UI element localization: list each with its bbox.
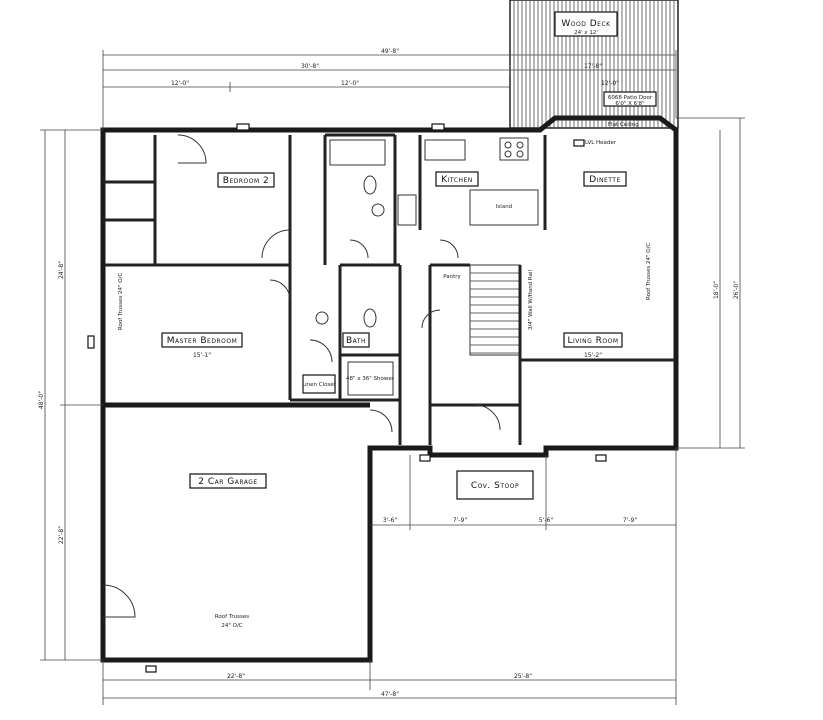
lvl-header-note: LVL Header [585,140,617,146]
patio-door-note: 6068 Patio Door [608,95,653,101]
sink-2 [315,311,329,325]
dim-mbr-width: 15'-1" [193,352,211,359]
refrigerator [397,194,417,226]
toilet-2 [363,308,377,328]
dim-stoop-2: 7'-9" [453,517,467,524]
bedroom2-label: Bedroom 2 [223,176,269,186]
garage-trusses-note: Roof Trusses [215,614,249,620]
interior-walls [103,133,676,445]
dim-bottom-right: 25'-8" [514,673,532,680]
dim-top-left: 30'-8" [301,63,319,70]
dim-left-upper: 24'-8" [58,261,65,279]
dim-bottom-left: 22'-8" [227,673,245,680]
living-room-label: Living Room [567,336,618,346]
island-counter [469,189,539,226]
sink-1 [371,203,385,217]
dim-stoop-4: 7'-9" [623,517,637,524]
wood-deck-size: 24' x 12' [574,30,598,36]
dim-br2-width: 12'-0" [171,80,189,87]
covered-stoop-label: Cov. Stoop [471,481,519,491]
dim-left-total: 48'-0" [38,391,45,409]
exterior-walls [100,115,679,663]
wall-note: 3/4" Wall W/Hand Rail [528,269,534,330]
garage-spacing-note: 24" O/C [221,623,242,629]
bathtub [329,139,386,166]
dim-stoop-3: 5'-6" [539,517,553,524]
kitchen-sink [424,139,466,161]
dimensions: 49'-8" 30'-8" 17'-8" 12'-0" 12'-0" 12'-0… [38,48,745,705]
island-label: Island [496,204,512,210]
flat-ceiling-note: Flat Ceiling [608,122,639,128]
notes: Flat Ceiling LVL Header Roof Trusses 24"… [118,122,652,629]
toilet-1 [363,175,377,195]
doors [102,134,501,618]
fixtures: Island [315,137,539,396]
patio-door-size: 6'0" X 6'8" [615,101,644,107]
room-labels: Bedroom 2 Kitchen Dinette Master Bedroom… [161,171,627,500]
dim-right-total: 26'-0" [733,281,740,299]
roof-trusses-note-right: Roof Trusses 24" O/C [646,243,652,300]
linen-closet-label: Linen Closet [302,382,337,388]
roof-trusses-note-left: Roof Trusses 24" O/C [118,273,124,330]
window-markers [87,123,607,673]
kitchen-label: Kitchen [441,175,472,185]
dim-top-right: 17'-8" [584,63,602,70]
shower-label: 48" x 36" Shower [346,376,395,382]
dim-overall-bottom: 47'-8" [381,691,399,698]
dim-stoop-1: 3'-6" [383,517,397,524]
dim-left-lower: 22'-8" [58,526,65,544]
pantry-label: Pantry [443,274,461,280]
dim-lr-width: 15'-2" [584,352,602,359]
dim-overall-top: 49'-8" [381,48,399,55]
dim-kitchen-width: 12'-0" [341,80,359,87]
dinette-label: Dinette [589,175,621,185]
dim-right-lower: 18'-0" [713,281,720,299]
master-bedroom-label: Master Bedroom [167,336,238,346]
bath-label: Bath [346,336,366,346]
shower-stall [347,361,394,396]
wood-deck: Wood Deck 24' x 12' 6068 Patio Door 6'0"… [509,0,679,129]
garage-label: 2 Car Garage [198,477,257,487]
range [499,137,529,161]
dim-deck-width: 12'-0" [601,80,619,87]
wood-deck-label: Wood Deck [561,19,611,29]
